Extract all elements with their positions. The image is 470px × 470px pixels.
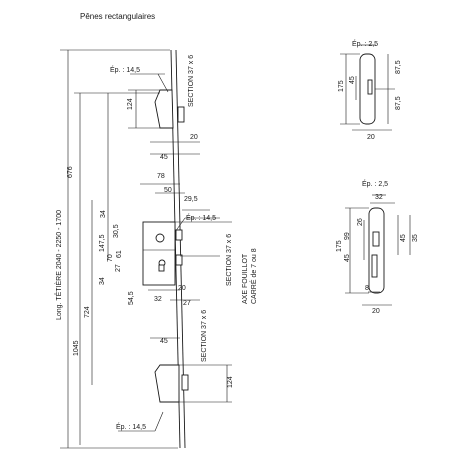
dim-30-5: 30,5 <box>113 224 120 238</box>
side-bottom-dim-8: 8 <box>365 285 369 292</box>
dim-61: 61 <box>116 250 123 258</box>
dim-147-5: 147,5 <box>99 234 106 252</box>
side-top-thickness-label: Ép. : 2,5 <box>352 39 378 48</box>
side-bottom-dim-45-right: 45 <box>400 234 407 242</box>
dim-124-bottom: 124 <box>227 376 234 388</box>
dim-20-top: 20 <box>190 134 198 141</box>
side-view-bottom <box>345 194 411 306</box>
dim-50: 50 <box>164 187 172 194</box>
axe-label-1: AXE FOUILLOT <box>242 253 249 304</box>
side-bottom-dim-20: 20 <box>372 308 380 315</box>
top-section-label: SECTION 37 x 6 <box>188 55 195 107</box>
dim-54-5: 54,5 <box>128 291 135 305</box>
horizontal-dimension-lines <box>140 141 232 339</box>
axe-label-2: CARRÉ de 7 ou 8 <box>249 248 258 304</box>
dim-34-lower: 34 <box>99 277 106 285</box>
dim-724: 724 <box>84 306 91 318</box>
dim-1045: 1045 <box>73 340 80 356</box>
side-top-dim-175: 175 <box>338 80 345 92</box>
dim-45-bottom: 45 <box>160 338 168 345</box>
dim-32-center: 32 <box>154 296 162 303</box>
dim-124-top: 124 <box>127 98 134 110</box>
side-bottom-dim-99: 99 <box>344 232 351 240</box>
bottom-section-label: SECTION 37 x 6 <box>201 310 208 362</box>
top-bolt <box>128 89 185 129</box>
side-bottom-dim-175: 175 <box>336 240 343 252</box>
side-top-dim-45: 45 <box>349 76 356 84</box>
side-bottom-dim-35: 35 <box>412 234 419 242</box>
page-title: Pênes rectangulaires <box>80 12 156 21</box>
side-view-top <box>340 44 395 131</box>
dim-70: 70 <box>107 254 114 262</box>
side-bottom-thickness-label: Ép. : 2,5 <box>362 179 388 188</box>
side-top-dim-87-5-b: 87,5 <box>395 96 402 110</box>
dim-27-left: 27 <box>115 264 122 272</box>
dim-20-center: 20 <box>178 285 186 292</box>
side-top-dim-87-5-a: 87,5 <box>395 60 402 74</box>
dim-29-5: 29,5 <box>184 196 198 203</box>
side-bottom-dim-32: 32 <box>375 194 383 201</box>
bottom-bolt <box>154 364 232 403</box>
side-bottom-dim-26: 26 <box>357 218 364 226</box>
side-top-dim-20: 20 <box>367 134 375 141</box>
top-thickness-label: Ép. : 14,5 <box>110 65 140 74</box>
thickness-leaders <box>118 73 220 432</box>
dim-34-upper: 34 <box>100 210 107 218</box>
bottom-thickness-label: Ép. : 14,5 <box>116 422 146 431</box>
center-thickness-label: Ép. : 14,5 <box>186 213 216 222</box>
center-case <box>142 221 183 286</box>
dim-45-top: 45 <box>160 154 168 161</box>
side-bottom-dim-45: 45 <box>344 254 351 262</box>
center-section-label: SECTION 37 x 6 <box>226 234 233 286</box>
dim-27-bottom: 27 <box>183 300 191 307</box>
length-label: Long. TÊTIÈRE 2040 - 2250 - 1700 <box>54 210 63 320</box>
dim-676: 676 <box>67 166 74 178</box>
dim-78: 78 <box>157 173 165 180</box>
length-dimension-lines <box>60 49 178 449</box>
